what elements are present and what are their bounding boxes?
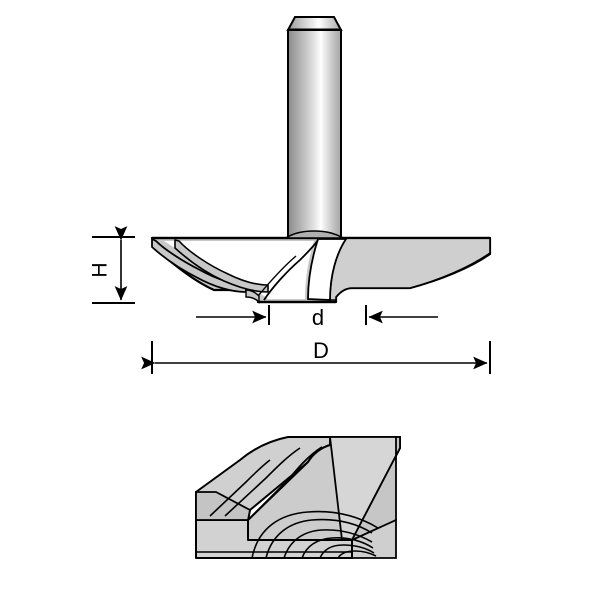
grain-arc-6 — [251, 510, 379, 559]
molding-rib-line-3 — [209, 459, 271, 517]
cutter-ogee-edge-line-secondary — [257, 255, 297, 297]
dimension-D-label: D — [313, 338, 329, 363]
dimension-height: H — [89, 226, 135, 304]
shank — [286, 16, 343, 239]
shank-top-chamfer — [286, 16, 343, 31]
molding-rib-line-1 — [247, 446, 323, 521]
dimension-d-label: d — [312, 305, 324, 330]
grain-arc-1 — [265, 518, 373, 559]
dimension-cutter-diameter: D — [141, 338, 491, 374]
molding-rib-line-2 — [224, 447, 301, 517]
grain-arc-2 — [283, 529, 373, 559]
shank-body-fillet — [283, 230, 347, 239]
dimension-shank-diameter: d — [196, 305, 438, 330]
molding-profile-isometric-view — [195, 436, 401, 559]
cutter-left-band-inner — [174, 239, 269, 293]
router-bit-cross-section-view: H d D — [89, 16, 492, 374]
grain-arc-3 — [301, 537, 374, 559]
cutter-flute-highlight — [307, 238, 348, 301]
molding-left-nose-step — [195, 491, 252, 521]
cutter-ogee-edge-line — [263, 239, 319, 301]
cutter-body — [150, 230, 492, 304]
dimension-height-label: H — [89, 262, 112, 277]
shank-cylinder — [287, 29, 342, 239]
grain-arc-5 — [337, 550, 377, 559]
